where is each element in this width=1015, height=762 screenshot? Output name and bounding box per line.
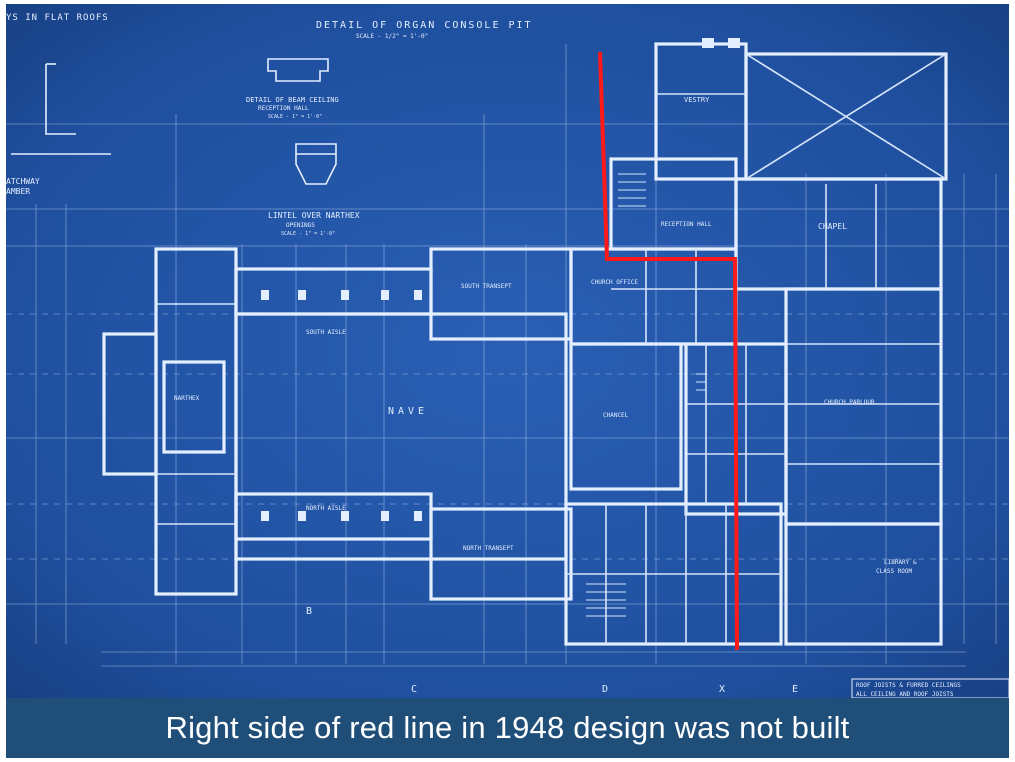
label-chancel: CHANCEL bbox=[603, 412, 629, 419]
label-section-c: C bbox=[411, 684, 417, 695]
label-lintel: LINTEL OVER NARTHEX bbox=[268, 211, 360, 220]
label-section-e: E bbox=[792, 684, 798, 695]
label-reception-hall-detail: RECEPTION HALL bbox=[258, 105, 309, 112]
partitions bbox=[156, 53, 947, 644]
label-section-d: D bbox=[602, 684, 608, 695]
piers bbox=[261, 38, 740, 521]
label-organ-console: DETAIL OF ORGAN CONSOLE PIT bbox=[316, 20, 533, 31]
label-chapel: CHAPEL bbox=[818, 222, 847, 231]
label-narthex: NARTHEX bbox=[174, 395, 200, 402]
label-vestry: VESTRY bbox=[684, 96, 710, 104]
plan-labels: DETAIL OF ORGAN CONSOLE PIT SCALE - 1/2"… bbox=[6, 13, 917, 695]
floor-plan-drawing: DETAIL OF ORGAN CONSOLE PIT SCALE - 1/2"… bbox=[6, 4, 1009, 698]
label-section-x: X bbox=[719, 684, 725, 695]
roof-note-1: ROOF JOISTS & FURRED CEILINGS bbox=[856, 682, 961, 689]
label-section-b: B bbox=[306, 606, 312, 617]
label-beam-detail: DETAIL OF BEAM CEILING bbox=[246, 96, 339, 104]
label-north-transept: NORTH TRANSEPT bbox=[463, 545, 514, 552]
label-nave: NAVE bbox=[388, 406, 428, 417]
label-class-room: CLASS ROOM bbox=[876, 568, 913, 575]
label-lintel-scale: SCALE - 1" = 1'-0" bbox=[281, 231, 335, 237]
label-library: LIBRARY & bbox=[884, 559, 917, 566]
roof-note-2: ALL CEILING AND ROOF JOISTS bbox=[856, 691, 954, 698]
label-archway: ATCHWAY bbox=[6, 177, 40, 186]
detail-drawings bbox=[11, 58, 337, 185]
caption-bar: Right side of red line in 1948 design wa… bbox=[6, 698, 1009, 758]
roof-notes: ROOF JOISTS & FURRED CEILINGS ALL CEILIN… bbox=[851, 678, 1009, 698]
label-south-aisle: SOUTH AISLE bbox=[306, 329, 346, 336]
label-south-transept: SOUTH TRANSEPT bbox=[461, 283, 512, 290]
caption-text: Right side of red line in 1948 design wa… bbox=[165, 710, 850, 745]
stairs bbox=[586, 173, 706, 617]
label-reception-hall: RECEPTION HALL bbox=[661, 221, 712, 228]
label-church-parlour: CHURCH PARLOUR bbox=[824, 399, 875, 406]
label-chamber: AMBER bbox=[6, 187, 30, 196]
label-organ-scale: SCALE - 1/2" = 1'-0" bbox=[356, 33, 428, 40]
label-church-office: CHURCH OFFICE bbox=[591, 279, 638, 286]
label-beam-scale: SCALE - 1" = 1'-0" bbox=[268, 114, 322, 120]
label-lintel-openings: OPENINGS bbox=[286, 222, 315, 229]
label-flat-roofs: YS IN FLAT ROOFS bbox=[6, 13, 109, 23]
blueprint-image: DETAIL OF ORGAN CONSOLE PIT SCALE - 1/2"… bbox=[6, 4, 1009, 698]
red-boundary-line bbox=[598, 51, 739, 651]
label-north-aisle: NORTH AISLE bbox=[306, 505, 346, 512]
